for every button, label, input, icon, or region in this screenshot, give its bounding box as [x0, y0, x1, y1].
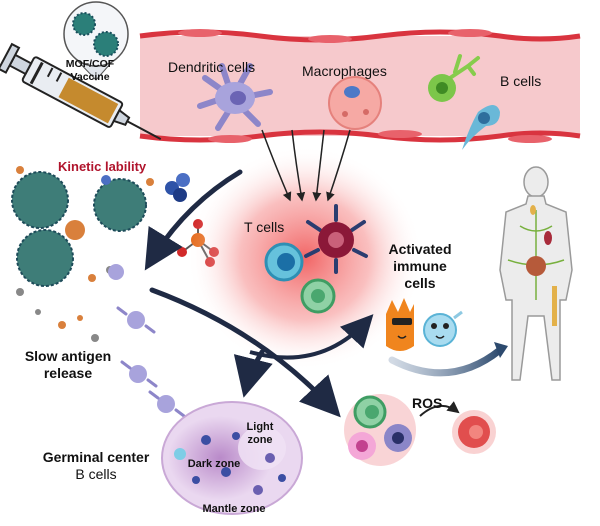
dying-cell — [452, 410, 496, 454]
human-body-figure — [499, 166, 573, 381]
ros-arrow — [419, 401, 460, 417]
t-cell-receptor — [304, 204, 368, 274]
syringe-icon — [0, 42, 162, 140]
germinal-label-line2: B cells — [75, 466, 116, 482]
light-zone-label-line2: zone — [247, 434, 272, 446]
dendritic-label: Dendritic cells — [168, 59, 255, 75]
vaccine-label-line1: MOF/COF — [66, 58, 115, 70]
light-zone-label-line1: Light — [247, 421, 274, 433]
ros-label: ROS — [412, 395, 442, 411]
macrophages-label: Macrophages — [302, 63, 387, 79]
dark-zone-label: Dark zone — [188, 458, 241, 470]
antigen-blob-icon — [101, 173, 190, 202]
vaccine-label-line2: Vaccine — [70, 71, 109, 83]
systemic-arrow-head — [494, 342, 508, 358]
tcells-label: T cells — [244, 219, 284, 235]
macrophage-cell — [328, 76, 382, 130]
mantle-zone-label: Mantle zone — [203, 503, 266, 515]
small-dendritic-cells — [108, 264, 186, 418]
systemic-arrow — [388, 346, 504, 377]
activated-blue-cell — [423, 310, 463, 347]
t-cell-green — [300, 278, 336, 314]
activation-arrow — [249, 314, 374, 360]
activated-label-line3: cells — [404, 275, 435, 291]
germinal-center — [161, 401, 303, 515]
mof-magnifier — [63, 1, 129, 81]
kinetic-lability-label: Kinetic lability — [58, 159, 147, 174]
mof-cluster-group — [11, 166, 154, 342]
t-cell-blue — [264, 242, 304, 282]
bcells-vessel-label: B cells — [500, 73, 541, 89]
slow-release-label-line1: Slow antigen — [25, 348, 111, 364]
activated-orange-cell — [386, 298, 414, 351]
b-cell-blue — [462, 105, 500, 150]
activated-label-line2: immune — [393, 258, 447, 274]
dendritic-cell — [197, 63, 273, 131]
ros-cell-cluster — [344, 394, 416, 466]
t-cell-activation-glow — [187, 146, 423, 370]
migration-arrows — [261, 129, 351, 202]
germinal-label-line1: Germinal center — [43, 449, 150, 465]
activated-label-line1: Activated — [388, 241, 451, 257]
b-cell-green — [428, 54, 480, 102]
slow-release-label-line2: release — [44, 365, 92, 381]
